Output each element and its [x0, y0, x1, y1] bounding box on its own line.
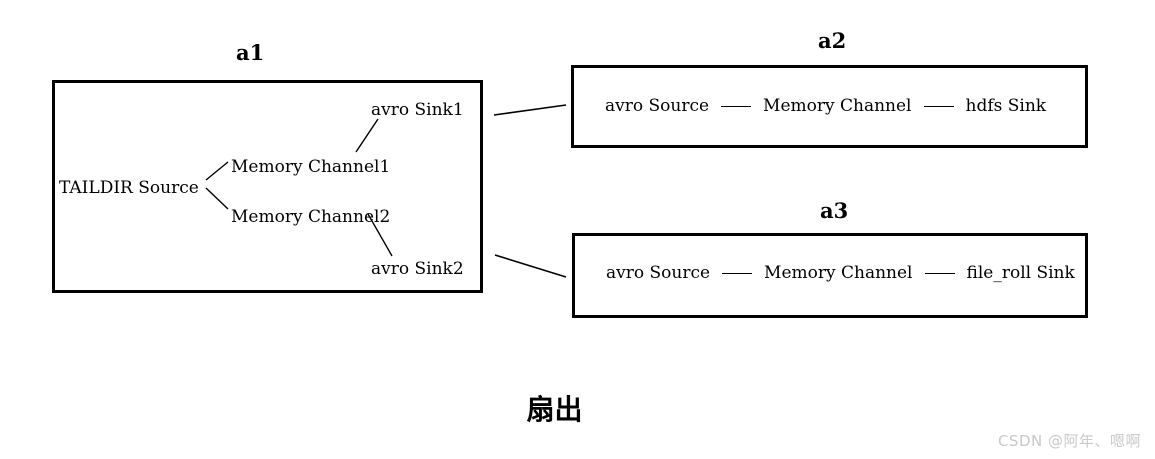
pipeline-a2: avro Source Memory Channel hdfs Sink: [605, 98, 1046, 115]
node-label-avro-sink1: avro Sink1: [371, 100, 464, 120]
agent-title-a3: a3: [820, 198, 849, 223]
agent-title-a2: a2: [818, 28, 847, 53]
pipeline-a3-node-sink: file_roll Sink: [966, 263, 1075, 283]
pipeline-a3: avro Source Memory Channel file_roll Sin…: [606, 265, 1075, 282]
pipeline-a3-node-source: avro Source: [606, 263, 711, 283]
pipeline-a2-node-sink: hdfs Sink: [965, 96, 1047, 116]
node-label-memory-channel1: Memory Channel1: [231, 157, 391, 177]
connector-a1-to-a3: [494, 254, 567, 278]
diagram-caption-text: 扇出: [526, 393, 583, 426]
diagram-caption: 扇出: [0, 396, 1155, 424]
agent-box-a2: [571, 65, 1088, 148]
node-label-taildir-source: TAILDIR Source: [59, 178, 199, 198]
agent-title-a1: a1: [236, 40, 265, 65]
pipeline-a3-connector-2: [924, 273, 955, 274]
node-label-avro-sink2: avro Sink2: [371, 259, 464, 279]
agent-box-a3: [572, 233, 1088, 318]
watermark: CSDN @阿年、嗯啊: [997, 432, 1141, 450]
pipeline-a3-connector-1: [722, 273, 753, 274]
pipeline-a2-node-channel: Memory Channel: [763, 96, 912, 116]
pipeline-a2-node-source: avro Source: [605, 96, 710, 116]
agent-box-a1: [52, 80, 483, 293]
connector-a1-to-a2: [493, 104, 567, 116]
pipeline-a2-connector-1: [721, 106, 752, 107]
pipeline-a2-connector-2: [923, 106, 954, 107]
node-label-memory-channel2: Memory Channel2: [231, 207, 391, 227]
pipeline-a3-node-channel: Memory Channel: [764, 263, 913, 283]
